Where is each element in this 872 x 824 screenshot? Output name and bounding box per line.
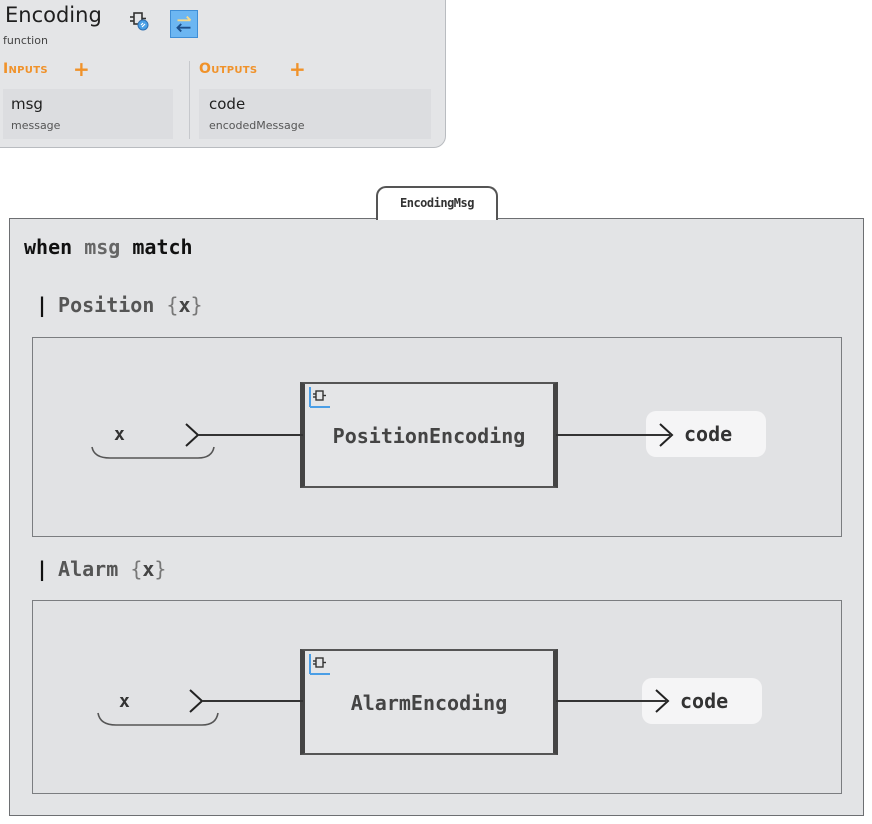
brace-close: } <box>154 557 167 581</box>
block-tab-label[interactable]: EncodingMsg <box>376 186 498 220</box>
match-subject[interactable]: msg <box>84 235 121 259</box>
output-pill-code[interactable]: code <box>642 678 762 724</box>
input-row[interactable]: msg message <box>3 89 173 139</box>
function-node-position-encoding[interactable]: PositionEncoding <box>300 382 558 488</box>
outputs-heading: Outputs <box>199 61 258 77</box>
input-type: message <box>11 119 61 132</box>
function-node-alarm-encoding[interactable]: AlarmEncoding <box>300 649 558 755</box>
match-keyword: match <box>132 235 193 259</box>
case-header-position[interactable]: | Position {x} <box>36 293 203 317</box>
function-kind-label: function <box>3 34 48 47</box>
brace-open: { <box>130 557 143 581</box>
function-title[interactable]: Encoding <box>5 3 102 27</box>
component-icon[interactable] <box>129 10 151 32</box>
function-node-label: PositionEncoding <box>332 424 526 448</box>
swap-arrows-icon[interactable] <box>170 10 198 38</box>
function-header-card: Encoding function Inputs + msg message O… <box>0 0 446 148</box>
case-bar: | <box>36 293 49 317</box>
inputs-heading: Inputs <box>3 61 48 77</box>
case-binding[interactable]: x <box>142 557 155 581</box>
io-divider <box>189 61 190 139</box>
when-keyword: when <box>24 235 73 259</box>
when-match-header: when msg match <box>24 235 193 259</box>
case-pattern-name[interactable]: Alarm <box>58 557 119 581</box>
output-pill-code[interactable]: code <box>646 411 766 457</box>
brace-open: { <box>166 293 179 317</box>
add-input-button[interactable]: + <box>73 57 90 81</box>
brace-close: } <box>190 293 203 317</box>
case-pattern-name[interactable]: Position <box>58 293 155 317</box>
input-name[interactable]: msg <box>11 95 43 113</box>
input-variable[interactable]: x <box>114 424 125 445</box>
case-header-alarm[interactable]: | Alarm {x} <box>36 557 166 581</box>
node-component-icon <box>309 654 330 675</box>
output-name[interactable]: code <box>209 95 246 113</box>
output-row[interactable]: code encodedMessage <box>199 89 431 139</box>
node-component-icon <box>309 387 330 408</box>
case-binding[interactable]: x <box>178 293 191 317</box>
function-node-label: AlarmEncoding <box>350 691 508 715</box>
output-type: encodedMessage <box>209 119 305 132</box>
input-variable[interactable]: x <box>119 691 130 712</box>
case-bar: | <box>36 557 49 581</box>
add-output-button[interactable]: + <box>289 57 306 81</box>
